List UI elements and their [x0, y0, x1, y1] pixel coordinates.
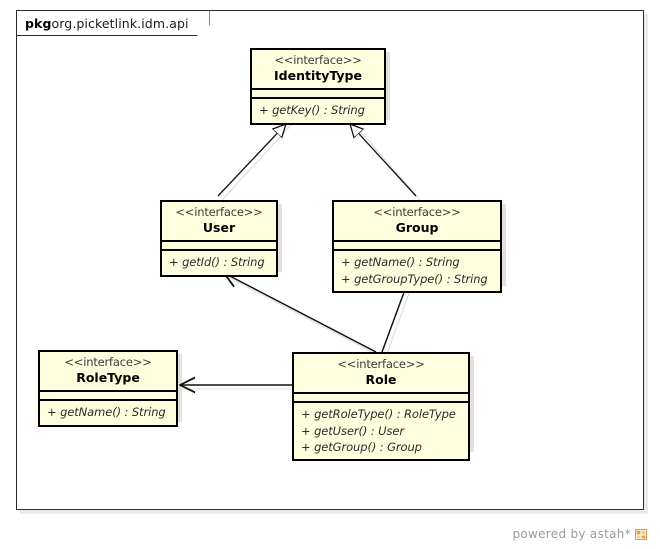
- class-identitytype[interactable]: <<interface>> IdentityType + getKey() : …: [250, 48, 386, 125]
- class-roletype-operations: + getName() : String: [40, 401, 176, 425]
- class-user-header: <<interface>> User: [162, 202, 276, 240]
- class-user[interactable]: <<interface>> User + getId() : String: [160, 200, 278, 277]
- operation-row: + getName() : String: [341, 255, 460, 270]
- class-identitytype-attributes: [252, 90, 384, 98]
- class-user-name: User: [202, 219, 236, 235]
- class-role-attributes: [294, 394, 468, 402]
- class-roletype[interactable]: <<interface>> RoleType + getName() : Str…: [38, 350, 178, 427]
- watermark: powered by astah*: [512, 527, 648, 541]
- operation-row: + getGroup() : Group: [301, 439, 422, 454]
- operation-row: + getName() : String: [47, 405, 166, 420]
- compartment-separator: [162, 240, 276, 243]
- watermark-text: powered by astah*: [512, 527, 631, 541]
- package-name: org.picketlink.idm.api: [51, 15, 189, 31]
- compartment-separator: [162, 249, 276, 252]
- class-roletype-name: RoleType: [76, 369, 140, 385]
- class-group-attributes: [334, 242, 500, 250]
- class-user-attributes: [162, 242, 276, 250]
- compartment-separator: [40, 399, 176, 402]
- compartment-separator: [334, 249, 500, 252]
- class-role-name: Role: [365, 371, 397, 387]
- compartment-separator: [252, 88, 384, 91]
- class-identitytype-operations: + getKey() : String: [252, 99, 384, 123]
- class-roletype-attributes: [40, 392, 176, 400]
- operation-row: + getGroupType() : String: [341, 271, 488, 286]
- stereotype-label: <<interface>>: [64, 355, 152, 369]
- class-group-header: <<interface>> Group: [334, 202, 500, 240]
- stereotype-label: <<interface>>: [274, 53, 362, 67]
- package-keyword: pkg: [25, 15, 52, 31]
- operation-row: + getUser() : User: [301, 423, 404, 438]
- class-identitytype-header: <<interface>> IdentityType: [252, 50, 384, 88]
- class-group[interactable]: <<interface>> Group + getName() : String…: [332, 200, 502, 293]
- class-role-operations: + getRoleType() : RoleType + getUser() :…: [294, 403, 468, 460]
- stereotype-label: <<interface>>: [175, 205, 263, 219]
- class-roletype-header: <<interface>> RoleType: [40, 352, 176, 390]
- astah-logo-icon: [635, 528, 648, 541]
- compartment-separator: [334, 240, 500, 243]
- operation-row: + getKey() : String: [259, 103, 365, 118]
- class-identitytype-name: IdentityType: [274, 67, 362, 83]
- class-role[interactable]: <<interface>> Role + getRoleType() : Rol…: [292, 352, 470, 462]
- class-group-operations: + getName() : String + getGroupType() : …: [334, 251, 500, 291]
- operation-row: + getRoleType() : RoleType: [301, 407, 456, 422]
- compartment-separator: [294, 401, 468, 404]
- compartment-separator: [252, 97, 384, 100]
- compartment-separator: [40, 390, 176, 393]
- compartment-separator: [294, 392, 468, 395]
- class-user-operations: + getId() : String: [162, 251, 276, 275]
- class-role-header: <<interface>> Role: [294, 354, 468, 392]
- stereotype-label: <<interface>>: [337, 357, 425, 371]
- operation-row: + getId() : String: [169, 255, 265, 270]
- stereotype-label: <<interface>>: [373, 205, 461, 219]
- class-group-name: Group: [395, 219, 439, 235]
